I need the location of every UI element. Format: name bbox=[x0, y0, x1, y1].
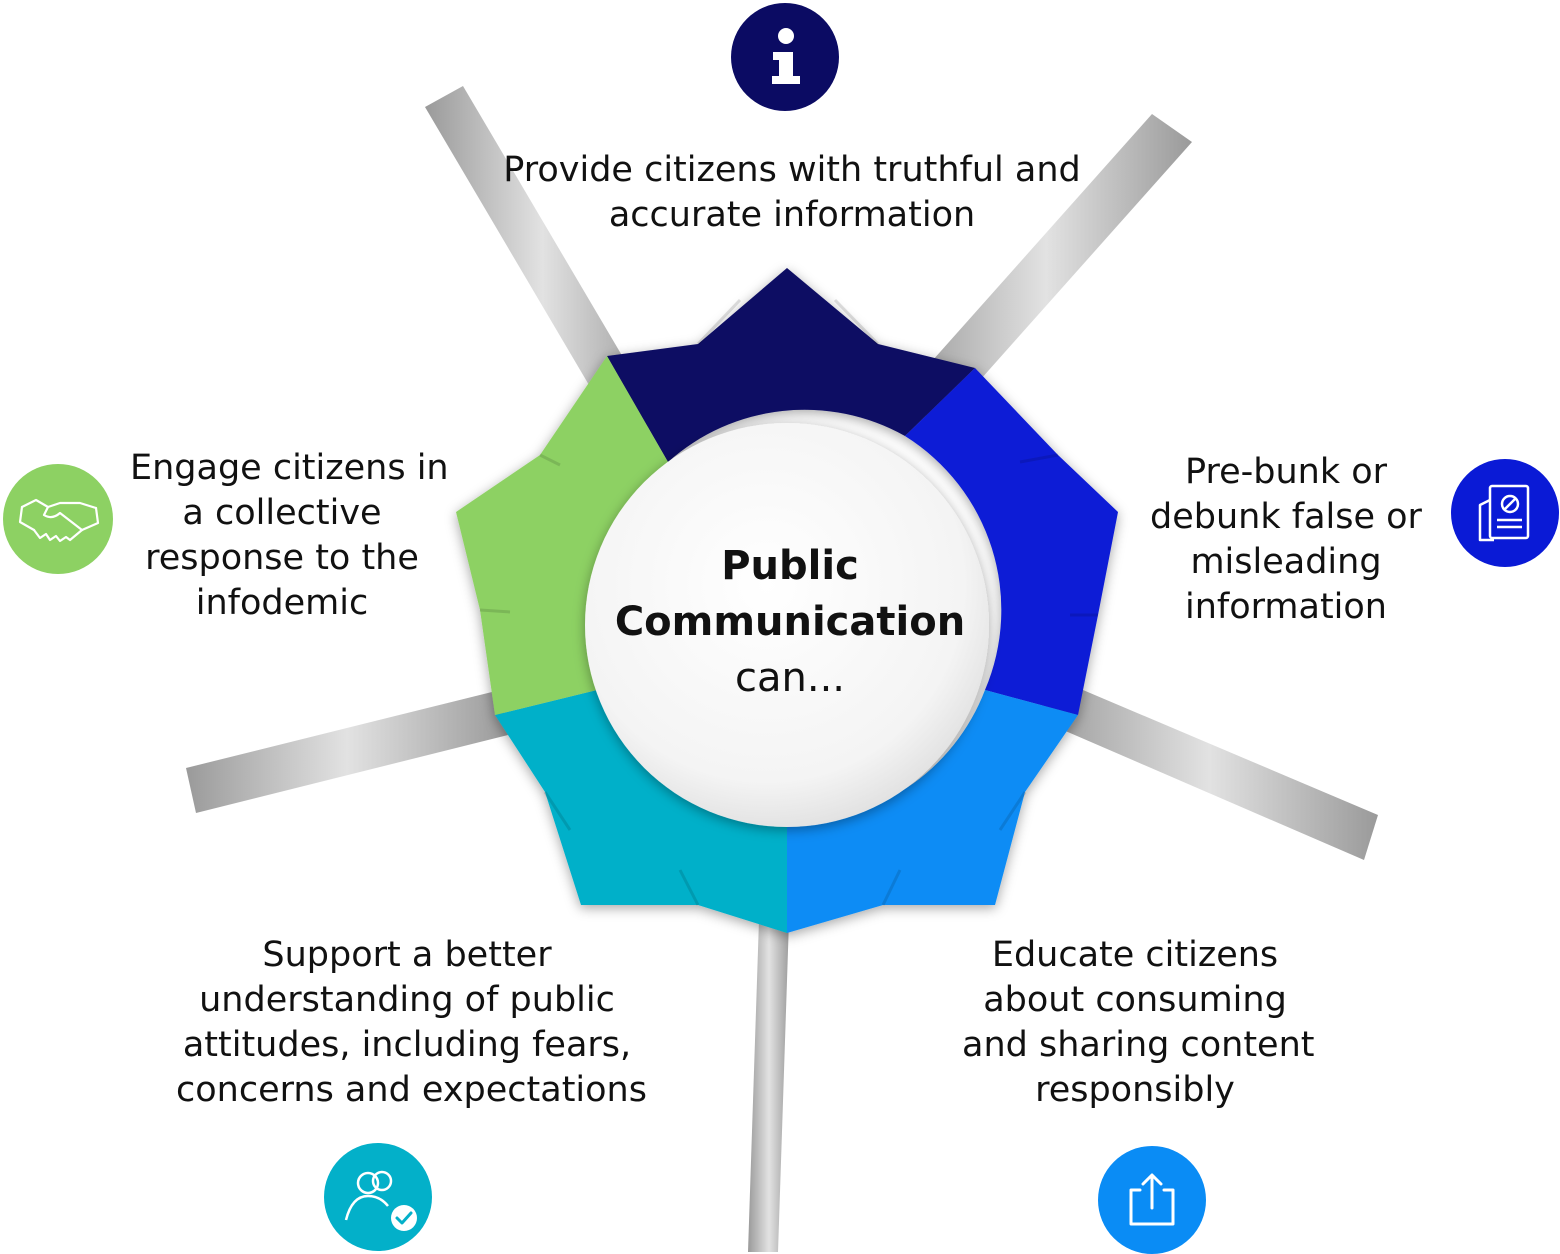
segment-support bbox=[495, 690, 787, 933]
label-support-line-4: concerns and expectations bbox=[176, 1070, 647, 1110]
info-icon bbox=[731, 3, 839, 111]
label-prebunk-line-1: Pre-bunk or bbox=[1184, 452, 1388, 492]
label-provide-line-1: Provide citizens with truthful and bbox=[503, 150, 1081, 190]
spoke-bottom bbox=[748, 890, 790, 1252]
label-engage-line-2: a collective bbox=[182, 493, 382, 533]
label-prebunk: Pre-bunk or debunk false or misleading i… bbox=[1150, 450, 1422, 630]
center-subtitle: can... bbox=[735, 655, 845, 701]
segment-engage bbox=[456, 356, 668, 715]
label-engage-line-4: infodemic bbox=[195, 583, 369, 623]
label-engage-line-1: Engage citizens in bbox=[130, 448, 449, 488]
label-educate: Educate citizens about consuming and sha… bbox=[962, 933, 1315, 1113]
spoke-right bbox=[1040, 676, 1378, 860]
label-educate-line-4: responsibly bbox=[1035, 1070, 1235, 1110]
spoke-lower-left bbox=[186, 690, 508, 813]
spokes bbox=[186, 86, 1378, 1252]
document-icon bbox=[1451, 459, 1559, 567]
label-engage: Engage citizens in a collective response… bbox=[130, 446, 449, 626]
label-support: Support a better understanding of public… bbox=[176, 933, 647, 1113]
label-educate-line-2: about consuming bbox=[983, 980, 1287, 1020]
label-educate-line-3: and sharing content bbox=[962, 1025, 1315, 1065]
label-support-line-3: attitudes, including fears, bbox=[182, 1025, 632, 1065]
center-title-line-2: Communication bbox=[614, 599, 966, 645]
share-icon bbox=[1098, 1146, 1206, 1254]
handshake-icon bbox=[3, 464, 113, 574]
spoke-upper-right bbox=[900, 114, 1192, 425]
center-title-line-1: Public bbox=[721, 543, 859, 589]
spoke-upper-left bbox=[425, 86, 660, 441]
center-label: Public Communication can... bbox=[590, 538, 990, 706]
label-prebunk-line-2: debunk false or bbox=[1150, 497, 1422, 537]
label-support-line-2: understanding of public bbox=[199, 980, 615, 1020]
label-provide-line-2: accurate information bbox=[608, 195, 976, 235]
segment-provide bbox=[607, 268, 975, 462]
segment-fold-lines bbox=[479, 298, 1098, 906]
label-educate-line-1: Educate citizens bbox=[991, 935, 1279, 975]
label-support-line-1: Support a better bbox=[262, 935, 552, 975]
label-prebunk-line-3: misleading bbox=[1190, 542, 1382, 582]
segment-educate bbox=[787, 690, 1078, 933]
center-circle bbox=[585, 423, 989, 827]
ring-segments bbox=[456, 268, 1118, 933]
people-check-icon bbox=[324, 1143, 432, 1251]
segment-prebunk bbox=[905, 368, 1118, 715]
label-prebunk-line-4: information bbox=[1184, 587, 1387, 627]
label-provide: Provide citizens with truthful and accur… bbox=[492, 148, 1092, 238]
label-engage-line-3: response to the bbox=[145, 538, 419, 578]
